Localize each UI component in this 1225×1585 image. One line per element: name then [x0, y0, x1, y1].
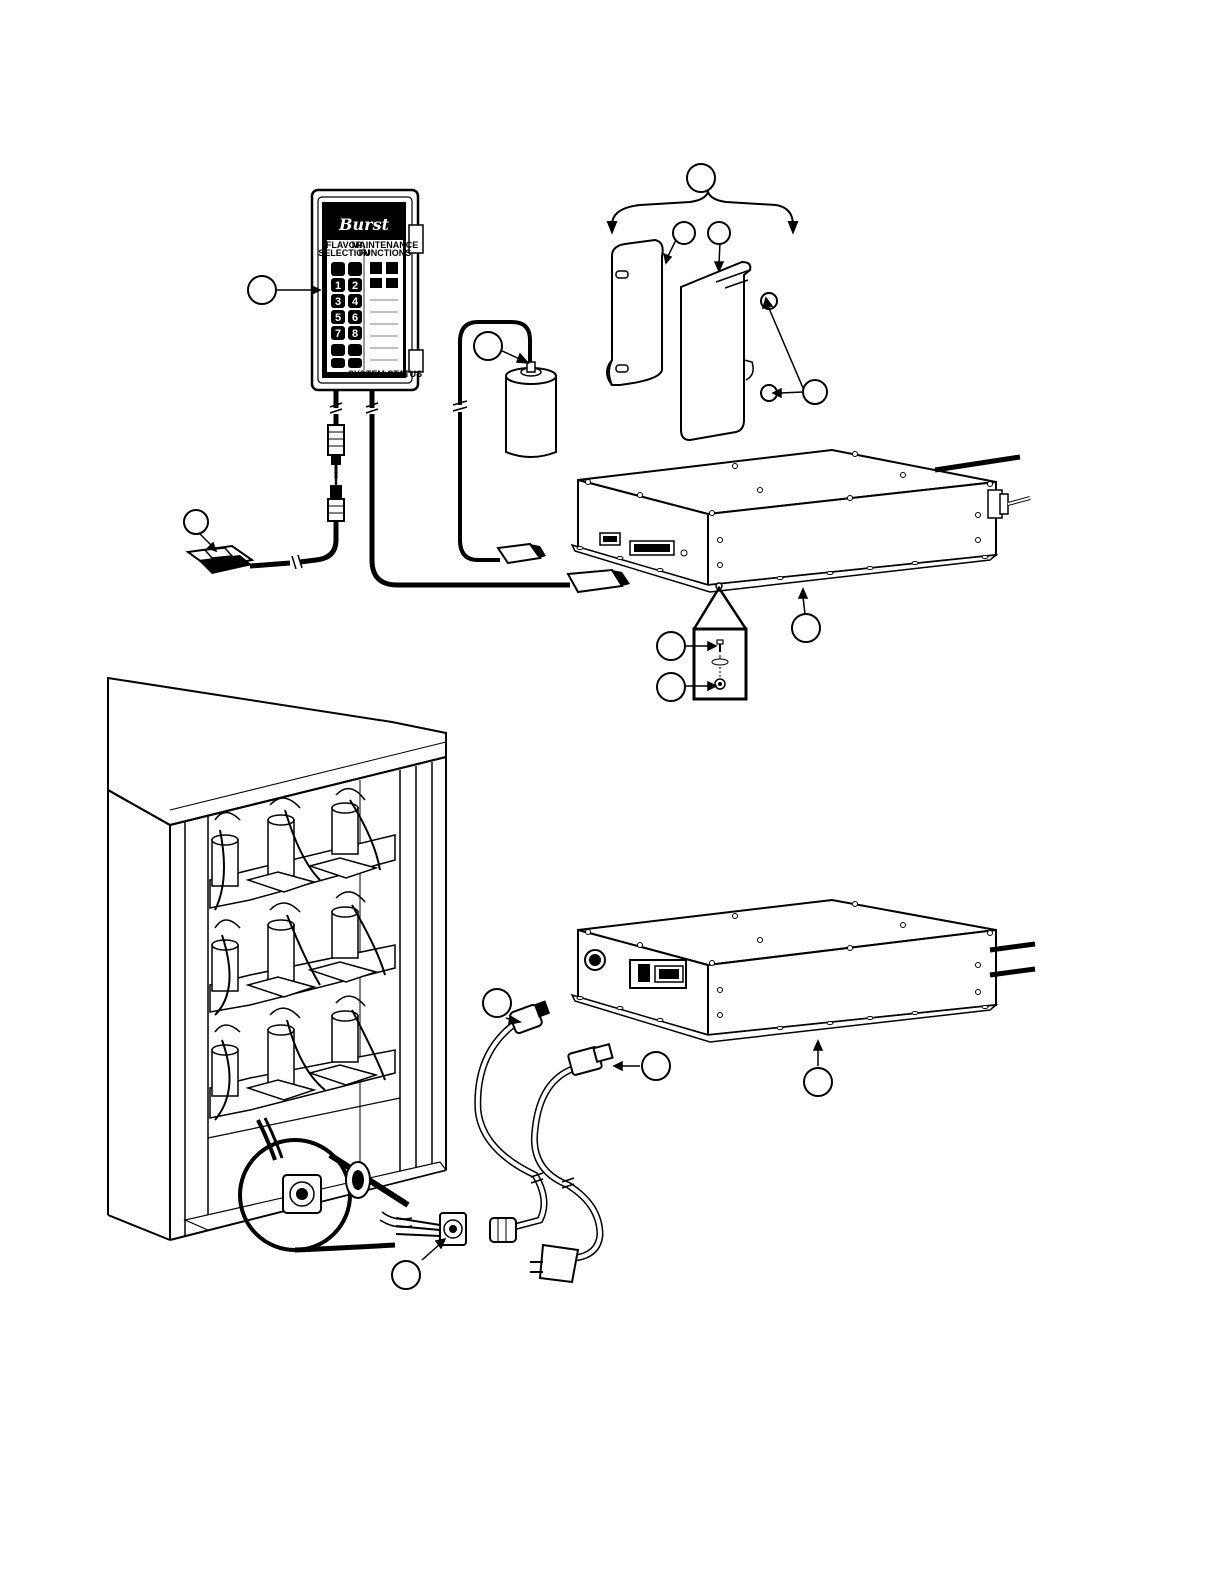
plug-connectors [328, 425, 344, 521]
bracket-left [607, 240, 663, 385]
keypad-key[interactable]: 2 [348, 278, 362, 292]
callout-plugs [803, 380, 827, 404]
keypad-key[interactable]: 1 [331, 278, 345, 292]
power-cord [534, 1068, 600, 1258]
svg-text:8: 8 [352, 328, 358, 340]
callout-harness-connector [483, 989, 511, 1017]
keypad-right-header-2: FUNCTIONS [359, 248, 412, 258]
keypad-key[interactable]: 6 [348, 310, 362, 324]
callout-sensor [474, 332, 502, 360]
keypad-key[interactable]: 4 [348, 294, 362, 308]
svg-text:3: 3 [335, 296, 341, 308]
callout-cabinet-connector [392, 1261, 420, 1289]
keypad-key[interactable]: 8 [348, 326, 362, 340]
svg-text:6: 6 [352, 312, 358, 324]
callout-bracket-right [708, 222, 730, 244]
callout-screw [657, 632, 685, 660]
keypad-unit: Burst FLAVOR SELECTION MAINTENANCE FUNCT… [312, 190, 423, 390]
controller-box-upper [572, 450, 1030, 592]
callout-power-cord [642, 1052, 670, 1080]
keypad-plug [568, 570, 630, 592]
fastener-detail [694, 583, 746, 699]
foot-switch-cable [250, 521, 336, 569]
svg-text:5: 5 [335, 312, 341, 324]
callout-controller-upper [792, 614, 820, 642]
callout-keypad [248, 276, 276, 304]
callout-bracket-left [673, 222, 695, 244]
harness-connector [380, 1212, 466, 1245]
keypad-logo: Burst [338, 215, 390, 234]
sensor-unit [506, 362, 556, 457]
svg-text:4: 4 [352, 296, 359, 308]
keypad-key[interactable]: 5 [331, 310, 345, 324]
callout-bracket-group [687, 164, 715, 192]
keypad-key[interactable]: 3 [331, 294, 345, 308]
svg-text:7: 7 [335, 328, 341, 340]
controller-upper-gland [988, 490, 1030, 518]
keypad-key[interactable]: 7 [331, 326, 345, 340]
callout-controller-lower [804, 1068, 832, 1096]
callout-nut [657, 673, 685, 701]
keypad-footer: SYSTEM STATUS [348, 369, 422, 379]
svg-text:2: 2 [352, 280, 358, 292]
foot-switch [188, 546, 252, 574]
controller-box-lower [572, 900, 1035, 1042]
svg-text:1: 1 [335, 280, 341, 292]
sensor-plug [498, 544, 546, 563]
callout-foot-switch [184, 510, 208, 534]
bracket-group-brace [608, 192, 797, 232]
bracket-right [681, 262, 753, 440]
